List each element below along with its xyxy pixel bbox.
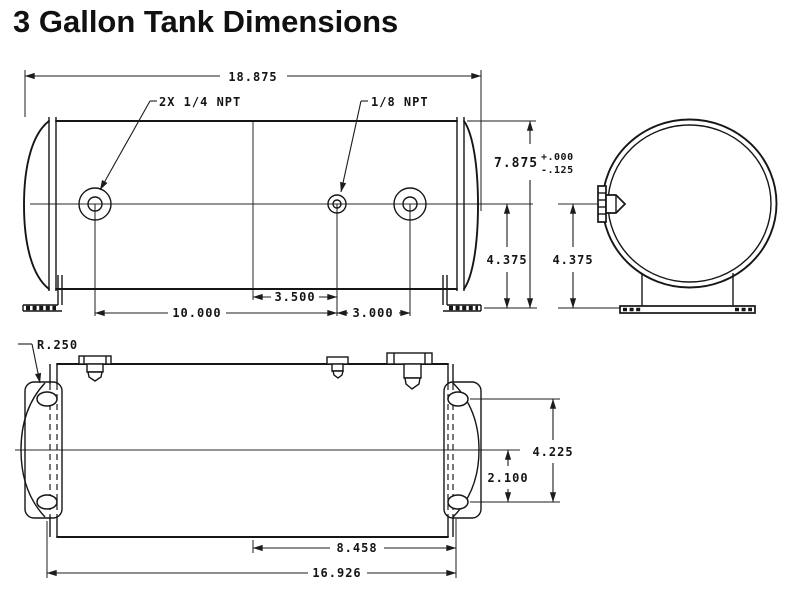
end-port-fitting [597,185,627,223]
hole-span-value: 16.926 [312,566,361,580]
plan-view: R.250 4.225 2.100 8.458 [15,338,573,580]
end-view-dimensions: 4.375 [552,203,621,309]
quarter-npt-leader [99,100,151,191]
left-bracket-top-hole [36,391,58,407]
plan-brackets [24,381,482,519]
corner-radius-value: R.250 [37,338,78,352]
center-to-small-port-value: 3.500 [274,290,315,304]
plan-right-port-stem [403,363,422,379]
plan-dimensions: R.250 4.225 2.100 8.458 [18,338,573,580]
left-dome-end [23,120,50,290]
right-quarter-npt-port-hole [402,196,418,212]
right-bracket-top-hole [447,391,469,407]
plan-left-port-tip [87,371,103,382]
end-fitting-flange [597,185,607,223]
height-tolerance-minus: -.125 [541,165,574,176]
hole-offset-value: 2.100 [487,471,528,485]
side-mounting-brackets [22,275,482,312]
left-bracket-bottom-hole [36,494,58,510]
tank-side-outline [23,117,479,291]
plan-small-port-flange [326,356,349,365]
plan-port-fittings [78,352,433,390]
plan-right-bracket [443,381,482,519]
hole-spacing-value: 4.225 [532,445,573,459]
corner-radius-leader [31,343,42,384]
plan-left-dome [20,382,46,518]
plan-small-port-stem [331,363,344,372]
right-dome-end [463,120,479,290]
right-quarter-npt-port-boss [393,187,427,221]
side-view: 18.875 2X 1/4 NPT 1/8 NPT 7.875 +.000 -.… [22,70,605,320]
side-dimensions: 18.875 2X 1/4 NPT 1/8 NPT 7.875 +.000 -.… [24,70,574,320]
side-ports [78,187,427,221]
right-bracket-bottom-hole [447,494,469,510]
end-view-legs-and-base [619,273,756,314]
right-port-spacing-value: 3.000 [352,306,393,320]
quarter-npt-callout: 2X 1/4 NPT [159,95,241,109]
left-quarter-npt-port-boss [78,187,112,221]
end-view: 4.375 [552,118,778,314]
overall-length-value: 18.875 [228,70,277,84]
port-height-value: 4.375 [486,253,527,267]
half-span-value: 8.458 [336,541,377,555]
plan-left-port-stem [86,363,104,373]
left-quarter-npt-port-hole [87,196,103,212]
end-base-plate [619,305,756,314]
plan-left-bracket [24,381,63,519]
left-port-spacing-value: 10.000 [172,306,221,320]
plan-small-port-tip [332,370,344,379]
page-title: 3 Gallon Tank Dimensions [13,4,399,39]
eighth-npt-port-boss [327,194,347,214]
eighth-npt-callout: 1/8 NPT [371,95,429,109]
tank-end-outer-circle [601,118,778,289]
eighth-npt-port-hole [332,199,342,209]
plan-right-port-tip [404,377,421,390]
height-nominal-value: 7.875 [494,156,538,171]
eighth-npt-leader [340,100,362,193]
end-height-value: 4.375 [552,253,593,267]
tank-end-inner-circle [607,124,772,283]
height-tolerance-plus: +.000 [541,152,574,163]
